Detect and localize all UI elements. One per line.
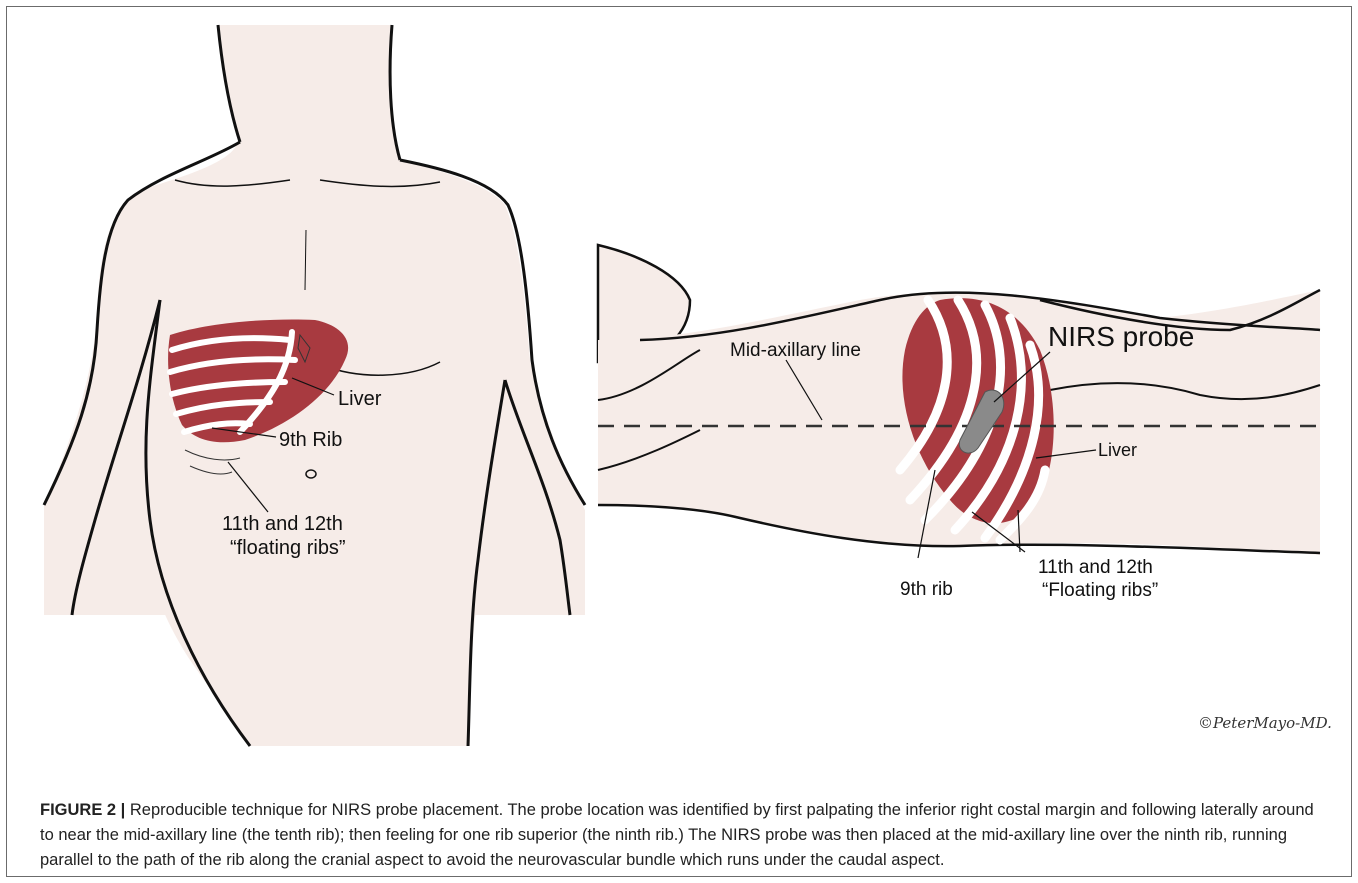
artist-signature: ©PeterMayo-MD. bbox=[1198, 714, 1332, 732]
lateral-torso-view: Mid-axillary line NIRS probe Liver 9th r… bbox=[598, 245, 1320, 601]
caption-text: Reproducible technique for NIRS probe pl… bbox=[40, 801, 1314, 869]
label-floating-ribs-line2-left: “floating ribs” bbox=[230, 537, 346, 559]
front-torso-view: Liver 9th Rib 11th and 12th “floating ri… bbox=[44, 25, 585, 746]
caption-label: FIGURE 2 | bbox=[40, 801, 125, 819]
label-9th-rib-lateral: 9th rib bbox=[900, 579, 953, 600]
label-floating-ribs-line1-lateral: 11th and 12th bbox=[1038, 557, 1153, 578]
label-floating-ribs-line1-left: 11th and 12th bbox=[222, 513, 343, 535]
label-nirs-probe: NIRS probe bbox=[1048, 321, 1194, 352]
anatomy-illustration: Liver 9th Rib 11th and 12th “floating ri… bbox=[0, 0, 1358, 790]
label-floating-ribs-line2-lateral: “Floating ribs” bbox=[1042, 580, 1158, 601]
label-liver-left: Liver bbox=[338, 388, 382, 410]
label-9th-rib-left: 9th Rib bbox=[279, 429, 342, 451]
label-liver-lateral: Liver bbox=[1098, 440, 1137, 460]
label-mid-axillary: Mid-axillary line bbox=[730, 340, 861, 361]
figure-caption: FIGURE 2 | Reproducible technique for NI… bbox=[40, 798, 1330, 873]
